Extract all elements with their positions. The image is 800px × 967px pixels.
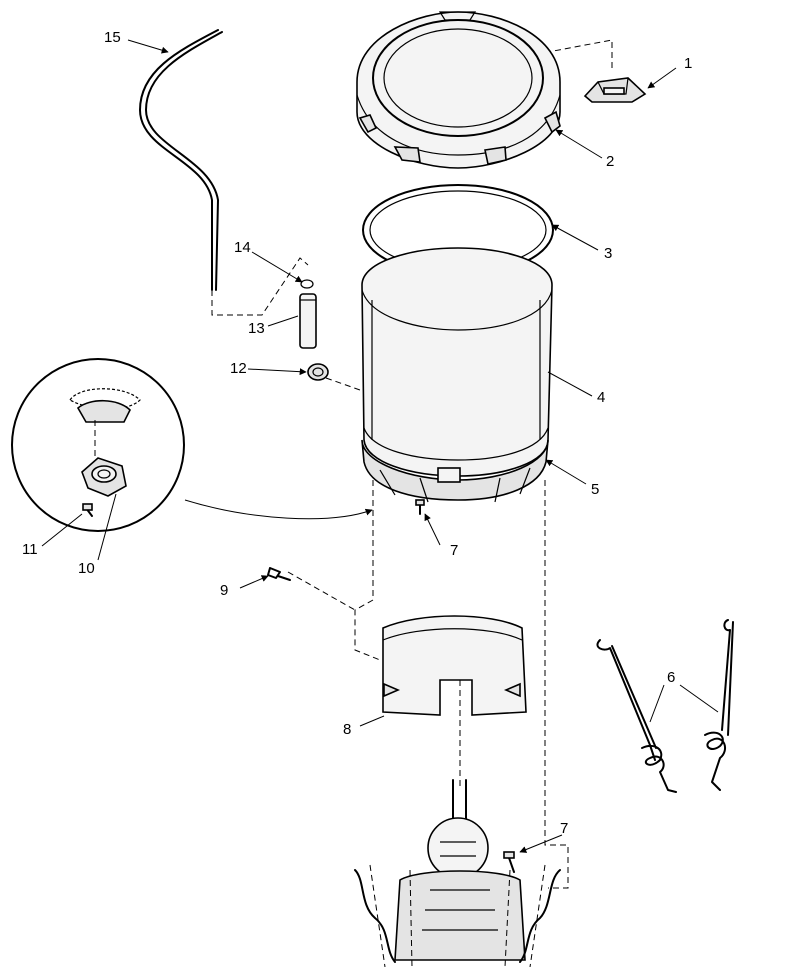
drive-assembly: [354, 779, 561, 967]
part-5-base-ring: [361, 439, 549, 503]
callout-3: 3: [604, 245, 612, 262]
callout-2: 2: [606, 153, 614, 170]
part-2-top-ring: [356, 11, 561, 169]
part-4-outer-tub: [361, 247, 553, 477]
callout-4: 4: [597, 389, 605, 406]
callout-7-upper: 7: [450, 542, 458, 559]
callout-15: 15: [104, 29, 121, 46]
part-13-tube: [299, 293, 317, 349]
callout-labels: 1 2 3 4 5 6 7 7 8 9 10 11 12 13 14 15: [22, 29, 692, 837]
callout-13: 13: [248, 320, 265, 337]
callout-11: 11: [22, 541, 38, 558]
part-8-shield: [382, 615, 527, 716]
part-9-screw: [267, 567, 291, 581]
callout-10: 10: [78, 560, 95, 577]
leader-lines: [41, 39, 719, 853]
detail-inset: [11, 358, 373, 532]
part-1-bracket: [583, 77, 647, 103]
callout-8: 8: [343, 721, 351, 738]
callout-9: 9: [220, 582, 228, 599]
callout-12: 12: [230, 360, 247, 377]
part-15-hose: [139, 29, 223, 291]
callout-6: 6: [667, 669, 675, 686]
callout-5: 5: [591, 481, 599, 498]
callout-14: 14: [234, 239, 251, 256]
part-7-screw-upper: [415, 499, 425, 515]
part-6-springs: [596, 619, 734, 793]
part-14-clip: [300, 279, 314, 289]
part-12-grommet: [307, 363, 329, 381]
callout-7-lower: 7: [560, 820, 568, 837]
callout-1: 1: [684, 55, 692, 72]
